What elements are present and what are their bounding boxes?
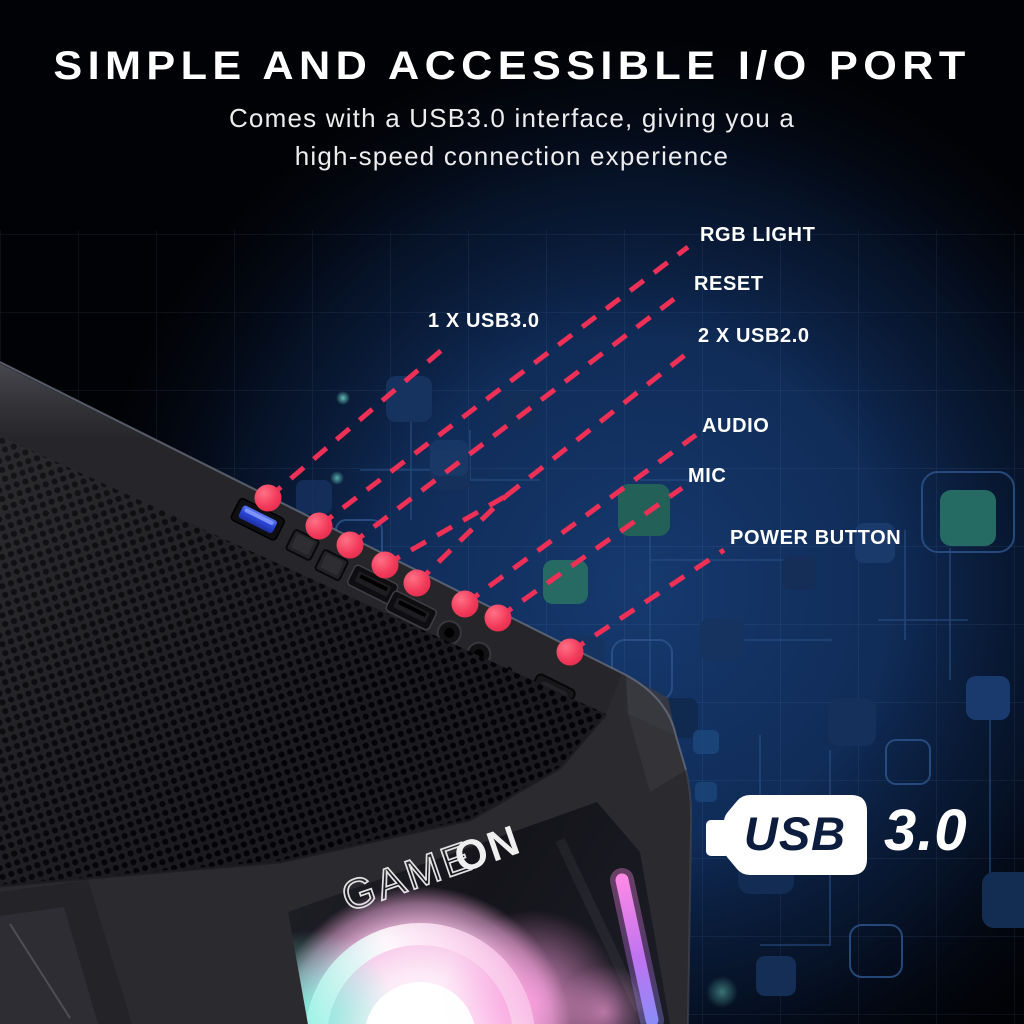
- callout-dots: [254, 484, 584, 666]
- dot-usb2-b: [403, 569, 431, 597]
- callout-line-mic: [496, 485, 684, 621]
- callout-label-power-button: POWER BUTTON: [730, 527, 902, 549]
- subtitle-line-1: Comes with a USB3.0 interface, giving yo…: [228, 103, 796, 133]
- callout-line-reset: [348, 297, 676, 547]
- dot-rgb-light: [305, 512, 333, 540]
- dot-usb2-a: [371, 551, 399, 579]
- dot-mic: [484, 604, 512, 632]
- subtitle-line-2: high-speed connection experience: [294, 141, 730, 171]
- rgb-fan: [288, 886, 652, 1024]
- callout-line-usb2-a: [383, 493, 508, 568]
- usb-badge-version: 3.0: [884, 798, 968, 863]
- callout-label-audio: AUDIO: [702, 415, 770, 437]
- page-title: SIMPLE AND ACCESSIBLE I/O PORT: [53, 44, 971, 88]
- dot-reset: [336, 531, 364, 559]
- dot-usb3: [254, 484, 282, 512]
- callout-line-power: [568, 547, 726, 655]
- dot-audio: [451, 590, 479, 618]
- callout-label-usb3: 1 X USB3.0: [428, 310, 540, 332]
- usb-badge-text: USB: [743, 807, 847, 860]
- usb-plug-icon: [706, 795, 867, 875]
- callout-label-reset: RESET: [694, 273, 764, 295]
- callout-label-mic: MIC: [688, 465, 727, 487]
- callout-line-usb3: [266, 341, 452, 500]
- callout-label-usb2: 2 X USB2.0: [698, 325, 810, 347]
- callout-lines: [266, 245, 726, 655]
- dot-power: [556, 638, 584, 666]
- callout-line-usb2: [504, 349, 692, 498]
- pc-case: GAME ON: [0, 361, 693, 1024]
- callout-label-rgb-light: RGB LIGHT: [700, 224, 816, 246]
- callout-line-usb2-b: [415, 494, 508, 585]
- side-panel: [0, 880, 132, 1024]
